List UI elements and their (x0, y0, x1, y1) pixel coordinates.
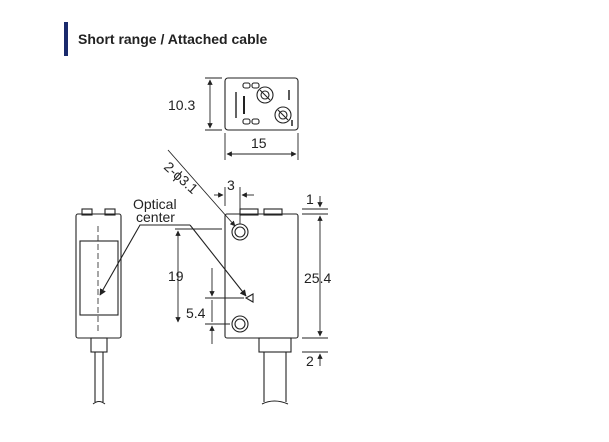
side-view-dimensions (167, 149, 328, 366)
side-body-outline (224, 213, 299, 339)
optical-center-label-2: center (136, 209, 175, 225)
front-tab-2 (104, 208, 116, 216)
mounting-hole-bottom (231, 315, 249, 333)
top-view-dimensions (205, 77, 299, 160)
section-title: Short range / Attached cable (78, 31, 268, 47)
optical-mark (244, 293, 254, 303)
section-header: Short range / Attached cable (64, 22, 267, 56)
front-body-outline (75, 213, 122, 339)
lens-window (79, 240, 119, 316)
cable-connector (258, 337, 292, 353)
hole-offset-dim: 3 (227, 177, 235, 193)
mounting-hole-top (231, 223, 249, 241)
side-view (224, 208, 299, 405)
adjuster-knob-2 (274, 106, 292, 124)
optical-axis-dim: 19 (168, 268, 184, 284)
led-4 (251, 118, 260, 125)
led-2 (251, 82, 260, 89)
adjuster-knob-1 (256, 86, 274, 104)
optical-center-label-1: Optical (133, 196, 177, 212)
front-tab-1 (81, 208, 93, 216)
top-width-dim: 15 (251, 135, 267, 151)
top-view-outline (224, 77, 299, 131)
top-view (224, 77, 299, 131)
hole-dim: 2-ϕ3.1 (161, 158, 201, 197)
top-gap-dim: 1 (306, 191, 314, 207)
front-view (75, 208, 247, 405)
lower-hole-dim: 5.4 (186, 305, 206, 321)
top-tab-2 (263, 208, 283, 216)
height-dim: 25.4 (304, 270, 331, 286)
bottom-gap-dim: 2 (306, 353, 314, 369)
section-accent-bar (64, 22, 68, 56)
led-3 (242, 118, 251, 125)
led-1 (242, 82, 251, 89)
top-height-dim: 10.3 (168, 97, 195, 113)
front-cable-connector (90, 337, 108, 353)
